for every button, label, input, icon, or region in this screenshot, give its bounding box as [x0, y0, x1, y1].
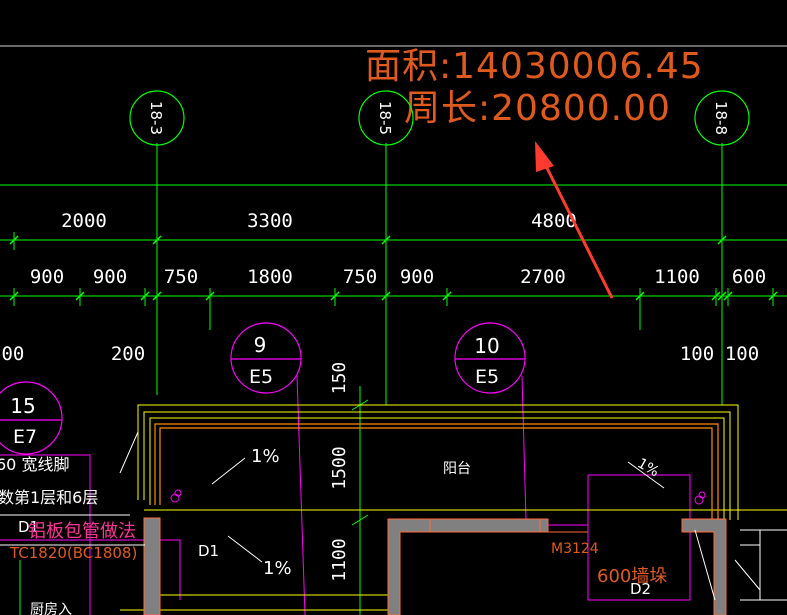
dimension-text: 100: [680, 343, 714, 365]
detail-bubble-9[interactable]: 9 E5: [230, 322, 302, 394]
wall-blocks: [143, 517, 727, 615]
door-label-d1: D1: [198, 542, 219, 560]
door-label-m3124: M3124: [551, 541, 599, 557]
wall-outline-yellow: [120, 404, 787, 611]
dimension-ticks: [9, 235, 778, 301]
dimension-text: 200: [0, 343, 24, 365]
dimension-text: 3300: [247, 210, 293, 232]
dimension-text: 750: [343, 266, 377, 288]
dimension-text: 750: [164, 266, 198, 288]
slope-label: 1%: [263, 558, 292, 579]
dimension-text: 1800: [247, 266, 293, 288]
dimension-text: 2000: [61, 210, 107, 232]
slope-arrow-icon: [211, 457, 665, 563]
dimension-row-2: 900 900 750 1800 750 900 2700 1100 600: [30, 266, 766, 288]
right-fixtures: [694, 529, 787, 601]
note-leader-lines: [0, 431, 145, 546]
detail-sheet: E5: [475, 366, 499, 388]
dimension-text: 900: [93, 266, 127, 288]
dimension-text: 2700: [520, 266, 566, 288]
bottom-left-label: 厨房入: [30, 602, 72, 615]
vertical-dimension: 150: [329, 362, 350, 395]
axis-bubble-18-8[interactable]: 18-8: [694, 90, 750, 146]
axis-lines: [156, 143, 723, 405]
left-note-line-1: 60 宽线脚: [0, 455, 69, 474]
left-note-line-3: 铝板包管做法: [28, 521, 136, 542]
dimension-text: 1100: [654, 266, 700, 288]
axis-label: 18-3: [147, 101, 165, 135]
vertical-dimension: 1100: [329, 538, 350, 581]
door-label-d1-left: D1: [18, 518, 39, 536]
detail-sheet: E7: [13, 426, 37, 448]
dimension-text: 600: [732, 266, 766, 288]
floor-drain-icon: [170, 489, 706, 505]
dimension-lines: [0, 184, 787, 330]
room-label-balcony: 阳台: [443, 461, 471, 477]
detail-number: 9: [254, 333, 267, 357]
dimension-text: 200: [111, 343, 145, 365]
axis-bubble-18-3[interactable]: 18-3: [129, 90, 185, 146]
vertical-dimension: 1500: [329, 446, 350, 489]
dimension-text: 4800: [531, 210, 577, 232]
detail-sheet: E5: [249, 366, 273, 388]
wall-outline-orange: [154, 423, 719, 520]
wall-hatch: [429, 518, 588, 533]
arrow-pointer: [535, 141, 614, 299]
axis-label: 18-8: [712, 101, 730, 135]
slope-label: 1%: [251, 446, 280, 467]
dimension-row-3: 200 200 100 100: [0, 343, 759, 365]
slope-label: 1%: [634, 455, 661, 480]
left-note-line-2: 数第1层和6层: [0, 488, 98, 507]
dimension-row-1: 2000 3300 4800: [61, 210, 577, 232]
wall-note-label: 600墙垛: [597, 566, 667, 587]
leader-lines: [0, 375, 691, 615]
detail-number: 10: [474, 334, 499, 358]
dimension-text: 100: [725, 343, 759, 365]
axis-label: 18-5: [376, 101, 394, 135]
dimension-text: 900: [30, 266, 64, 288]
window-label: TC1820(BC1808): [9, 544, 137, 562]
detail-number: 15: [10, 394, 35, 418]
dimension-text: 900: [400, 266, 434, 288]
axis-bubble-18-5[interactable]: 18-5: [358, 90, 414, 146]
area-readout: 面积:14030006.45: [365, 46, 704, 87]
detail-bubble-15[interactable]: 15 E7: [0, 381, 63, 455]
perimeter-readout: 周长:20800.00: [404, 88, 671, 129]
door-label-d2: D2: [630, 580, 651, 598]
detail-bubble-10[interactable]: 10 E5: [454, 322, 526, 394]
